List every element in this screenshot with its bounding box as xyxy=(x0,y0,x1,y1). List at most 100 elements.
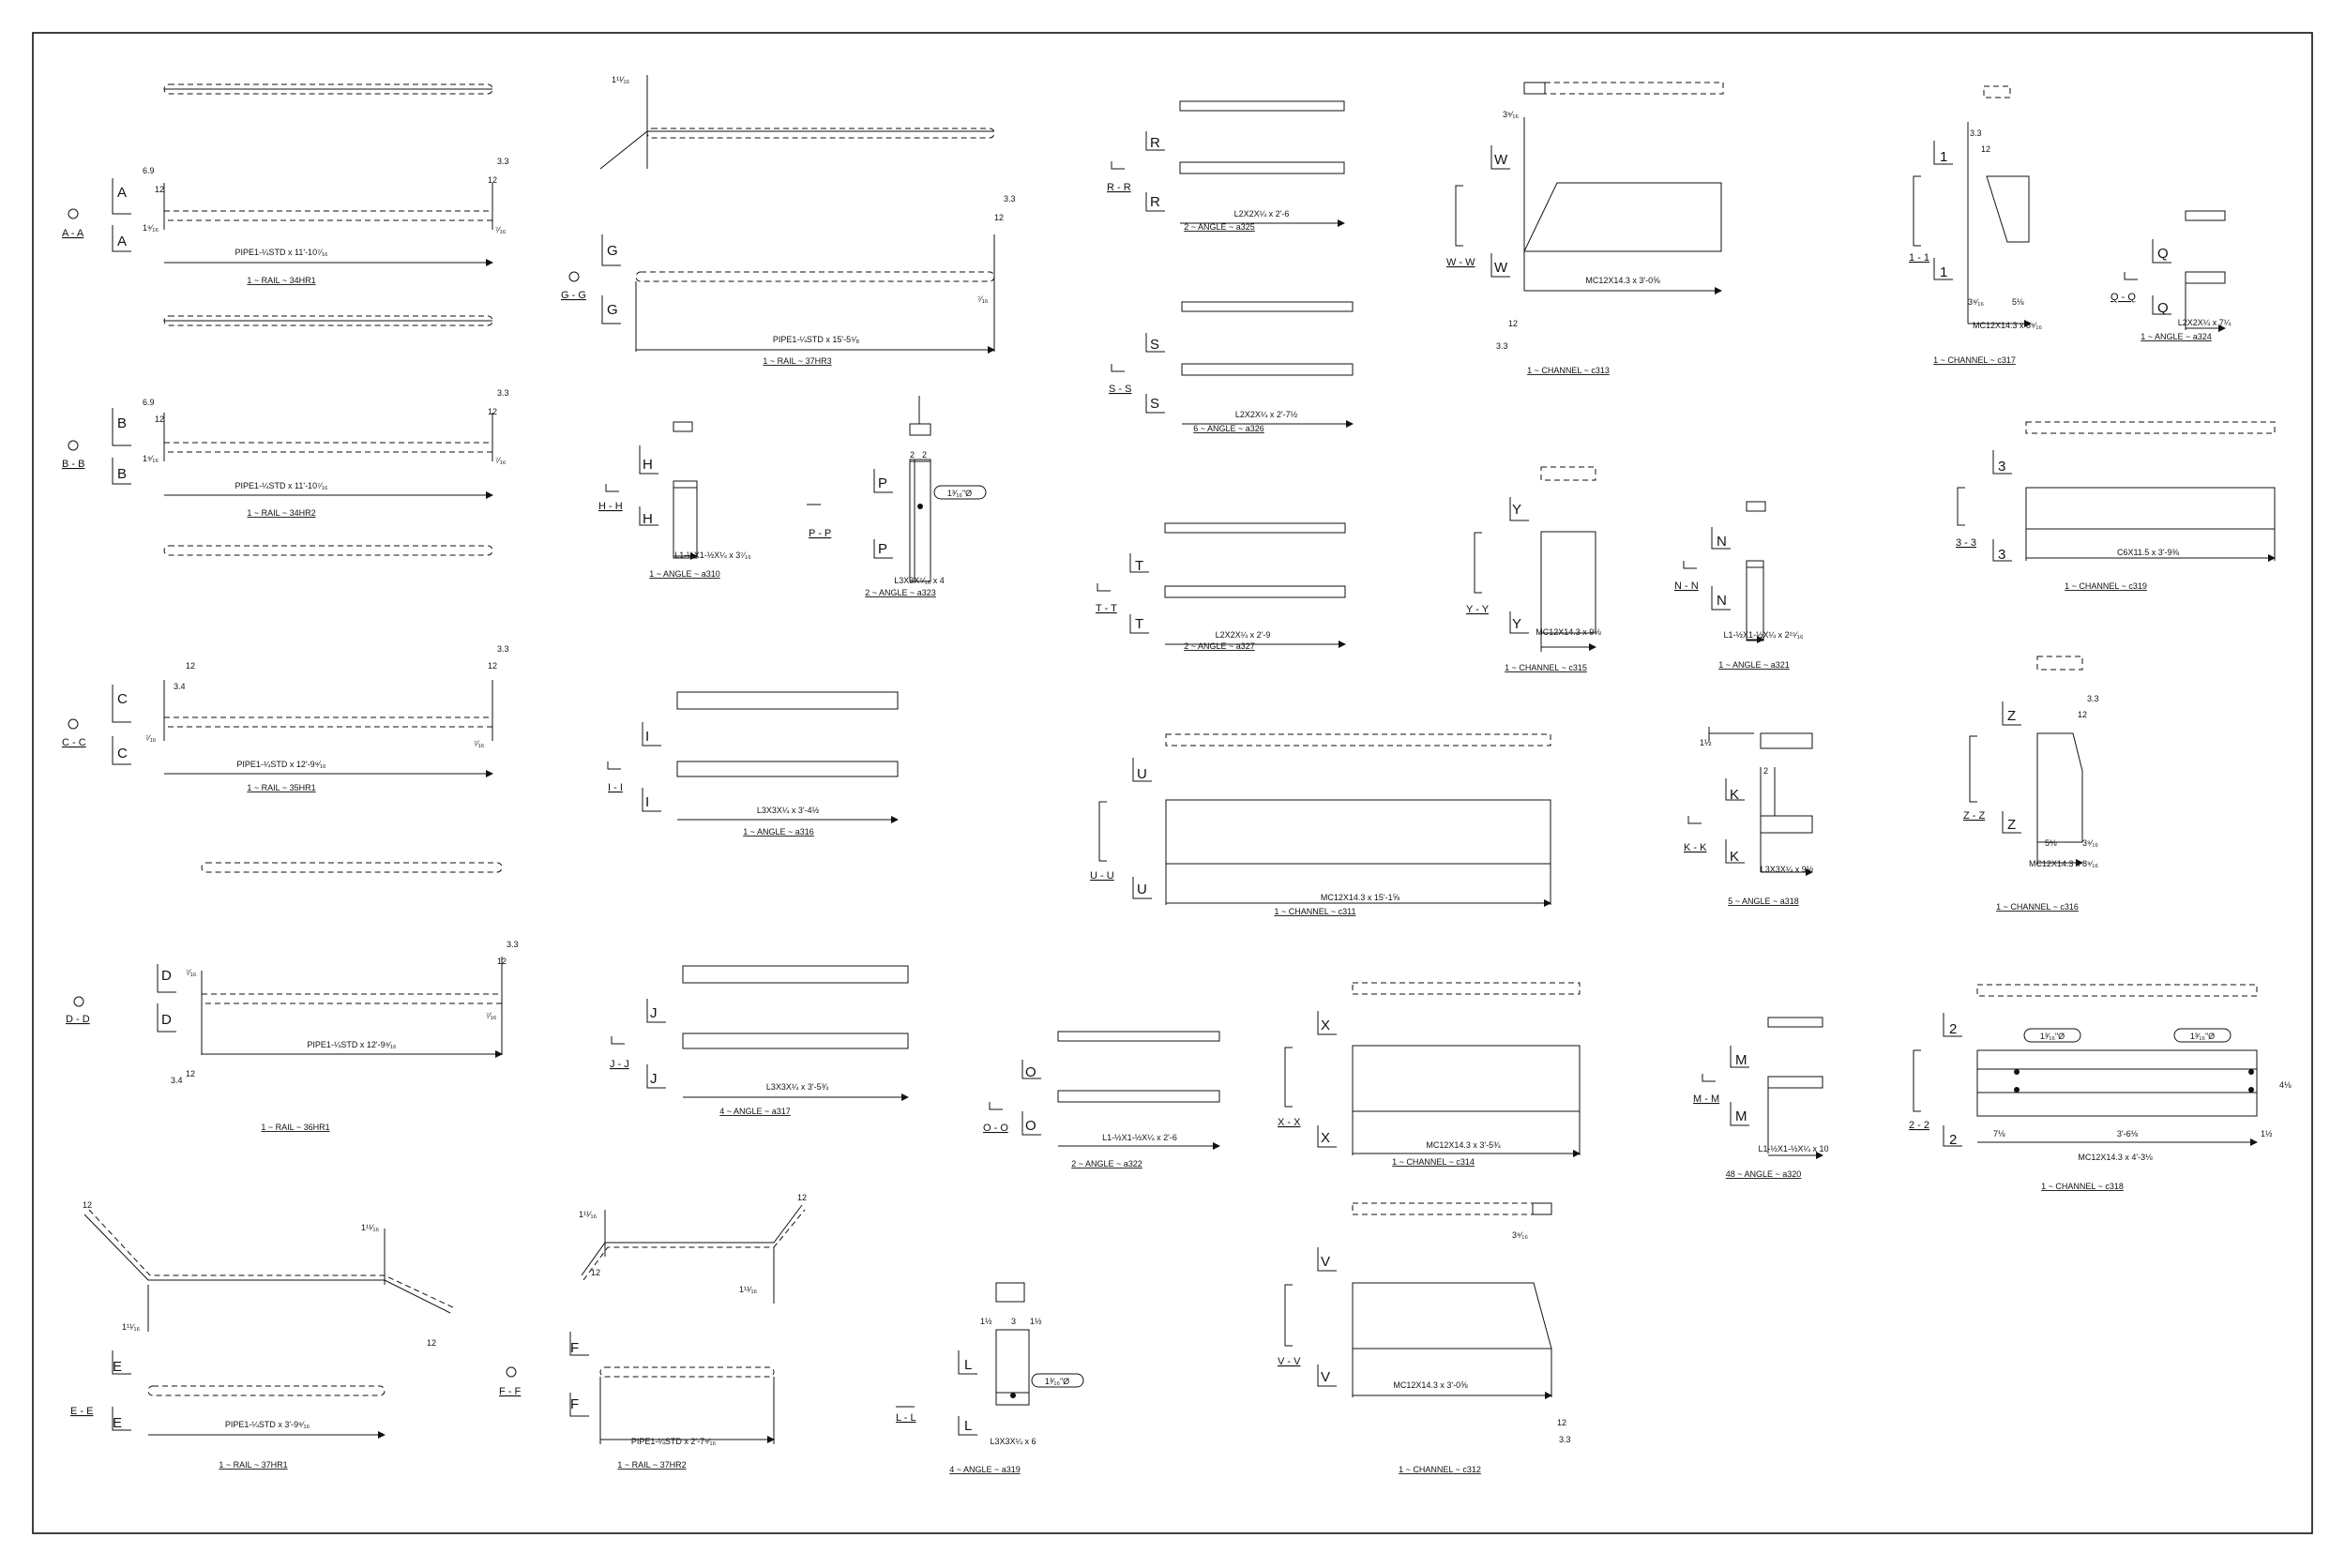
svg-text:1³⁄₁₆"Ø: 1³⁄₁₆"Ø xyxy=(947,489,972,498)
channel-3-detail: 3 3 3 - 3 C6X11.5 x 3'-9⅜ 1 ~ CHANNEL ~ … xyxy=(1956,421,2276,591)
svg-text:12: 12 xyxy=(497,957,507,966)
svg-text:R: R xyxy=(1150,194,1160,210)
svg-text:1½: 1½ xyxy=(1700,738,1712,747)
svg-text:Q: Q xyxy=(2157,246,2169,262)
svg-text:L3X3X¼ x 9½: L3X3X¼ x 9½ xyxy=(1761,865,1814,874)
svg-text:1⁹⁄₁₆: 1⁹⁄₁₆ xyxy=(143,454,159,463)
svg-text:T - T: T - T xyxy=(1096,603,1117,614)
section-tag-top: A xyxy=(117,185,127,201)
svg-text:I - I: I - I xyxy=(608,782,623,793)
svg-text:12: 12 xyxy=(1981,144,1990,154)
rail-g-detail: G G G - G 3.3 12 1¹¹⁄₁₆ ⁷⁄₁₆ PIPE1-¼STD … xyxy=(561,75,1016,366)
svg-text:L1-½X1-½X¼ x 3⁷⁄₁₆: L1-½X1-½X¼ x 3⁷⁄₁₆ xyxy=(674,550,751,560)
svg-text:12: 12 xyxy=(797,1193,807,1202)
svg-text:1 - 1: 1 - 1 xyxy=(1909,252,1929,264)
svg-text:B: B xyxy=(117,415,127,431)
svg-text:3.3: 3.3 xyxy=(497,388,509,398)
rail-a-detail: A A A - A 6.9 12 3.3 12 1⁹⁄₁₆ ⁷⁄₁₆ PIPE1… xyxy=(62,83,509,285)
svg-text:G: G xyxy=(607,302,618,318)
svg-text:12: 12 xyxy=(1557,1418,1566,1427)
svg-text:1¹¹⁄₁₆: 1¹¹⁄₁₆ xyxy=(739,1285,758,1294)
svg-text:3⁹⁄₁₆: 3⁹⁄₁₆ xyxy=(1968,297,1984,307)
svg-text:H: H xyxy=(643,511,653,527)
svg-text:3.3: 3.3 xyxy=(1004,194,1016,204)
channel-x-detail: X X X - X MC12X14.3 x 3'-5¾ 1 ~ CHANNEL … xyxy=(1278,982,1581,1167)
svg-text:Y: Y xyxy=(1512,502,1521,518)
svg-text:3.3: 3.3 xyxy=(2087,694,2099,703)
svg-text:⁷⁄₁₆: ⁷⁄₁₆ xyxy=(486,1011,497,1020)
svg-text:PIPE1-¼STD x 15'-5⁵⁄₈: PIPE1-¼STD x 15'-5⁵⁄₈ xyxy=(773,335,859,344)
svg-text:1 ~ CHANNEL ~ c312: 1 ~ CHANNEL ~ c312 xyxy=(1399,1465,1481,1474)
svg-text:2: 2 xyxy=(922,450,927,460)
svg-text:1¹¹⁄₁₆: 1¹¹⁄₁₆ xyxy=(579,1210,598,1219)
svg-text:4 ~ ANGLE ~ a319: 4 ~ ANGLE ~ a319 xyxy=(949,1465,1021,1474)
svg-text:O: O xyxy=(1025,1118,1036,1134)
svg-text:12: 12 xyxy=(83,1200,92,1210)
svg-text:1: 1 xyxy=(1940,264,1947,280)
svg-text:1 ~ ANGLE ~ a316: 1 ~ ANGLE ~ a316 xyxy=(743,827,814,837)
svg-text:12: 12 xyxy=(488,661,497,671)
svg-text:5⅛: 5⅛ xyxy=(2012,297,2024,307)
svg-text:G - G: G - G xyxy=(561,290,586,301)
svg-text:MC12X14.3 x 3'-0⅝: MC12X14.3 x 3'-0⅝ xyxy=(1393,1380,1468,1390)
svg-text:E: E xyxy=(113,1415,122,1431)
svg-text:V: V xyxy=(1321,1369,1330,1385)
svg-text:12: 12 xyxy=(186,1069,195,1078)
svg-text:3: 3 xyxy=(1998,459,2005,475)
svg-text:3.4: 3.4 xyxy=(174,682,186,691)
svg-text:Z - Z: Z - Z xyxy=(1963,810,1985,822)
svg-text:6.9: 6.9 xyxy=(143,166,155,175)
svg-text:12: 12 xyxy=(155,415,164,424)
section-label: B - B xyxy=(62,459,84,470)
svg-text:L1-½X1-½X¼ x 2¹⁵⁄₁₆: L1-½X1-½X¼ x 2¹⁵⁄₁₆ xyxy=(1724,630,1804,640)
svg-text:V - V: V - V xyxy=(1278,1356,1301,1367)
angle-l-detail: 1³⁄₁₆"Ø 1½ 3 1½ L L L - L L3X3X¼ x 6 4 ~… xyxy=(896,1282,1084,1474)
svg-text:O: O xyxy=(1025,1064,1036,1080)
svg-text:W: W xyxy=(1494,260,1508,276)
section-tag-bottom: A xyxy=(117,234,127,249)
svg-text:G: G xyxy=(607,243,618,259)
svg-text:S: S xyxy=(1150,396,1159,412)
svg-text:12: 12 xyxy=(488,407,497,416)
rail-elevation xyxy=(201,862,503,873)
svg-text:H - H: H - H xyxy=(598,501,623,512)
svg-text:2 - 2: 2 - 2 xyxy=(1909,1120,1929,1131)
svg-text:6.9: 6.9 xyxy=(143,398,155,407)
svg-text:7⅛: 7⅛ xyxy=(1993,1129,2005,1138)
svg-text:MC12X14.3 x 3'-0⅝: MC12X14.3 x 3'-0⅝ xyxy=(1585,276,1660,285)
svg-text:12: 12 xyxy=(186,661,195,671)
svg-text:1½: 1½ xyxy=(2261,1129,2273,1138)
svg-text:⁷⁄₁₆: ⁷⁄₁₆ xyxy=(145,733,157,743)
svg-text:3.3: 3.3 xyxy=(1559,1435,1571,1444)
svg-text:PIPE1-¼STD x 12'-9⁹⁄₁₆: PIPE1-¼STD x 12'-9⁹⁄₁₆ xyxy=(307,1040,397,1049)
svg-text:Z: Z xyxy=(2007,708,2016,724)
svg-text:1 ~ ANGLE ~ a310: 1 ~ ANGLE ~ a310 xyxy=(649,569,720,579)
svg-text:12: 12 xyxy=(2078,710,2087,719)
svg-text:3⁹⁄₁₆: 3⁹⁄₁₆ xyxy=(1512,1230,1528,1240)
svg-text:1 ~ CHANNEL ~ c311: 1 ~ CHANNEL ~ c311 xyxy=(1274,907,1355,916)
svg-text:1 ~ RAIL ~ 37HR2: 1 ~ RAIL ~ 37HR2 xyxy=(617,1460,686,1470)
svg-text:1½: 1½ xyxy=(980,1317,992,1326)
svg-text:T: T xyxy=(1135,558,1143,574)
svg-text:K: K xyxy=(1730,787,1739,803)
svg-text:Z: Z xyxy=(2007,817,2016,833)
svg-text:1 ~ CHANNEL ~ c319: 1 ~ CHANNEL ~ c319 xyxy=(2065,581,2147,591)
svg-text:3'-6⅛: 3'-6⅛ xyxy=(2117,1129,2139,1138)
svg-text:⁷⁄₁₆: ⁷⁄₁₆ xyxy=(977,294,989,304)
channel-w-detail: 3⁹⁄₁₆ 3.3 12 W W W - W MC12X14.3 x 3'-0⅝… xyxy=(1446,82,1724,375)
svg-text:W: W xyxy=(1494,152,1508,168)
svg-text:3.4: 3.4 xyxy=(171,1076,183,1085)
channel-y-detail: Y Y Y - Y MC12X14.3 x 9⅛ 1 ~ CHANNEL ~ c… xyxy=(1466,466,1601,672)
svg-text:⁷⁄₁₆: ⁷⁄₁₆ xyxy=(474,739,485,748)
svg-text:L3X3X¼ x 3'-5¾: L3X3X¼ x 3'-5¾ xyxy=(766,1082,829,1092)
rail-c-detail: C C C - C 3.4 12 3.3 12 ⁷⁄₁₆ ⁷⁄₁₆ PIPE1-… xyxy=(62,644,509,792)
svg-text:Q - Q: Q - Q xyxy=(2110,292,2136,303)
angle-h-detail: H H H - H L1-½X1-½X¼ x 3⁷⁄₁₆ 1 ~ ANGLE ~… xyxy=(598,421,751,579)
channel-v-detail: 3⁹⁄₁₆ 3.3 12 V V V - V MC12X14.3 x 3'-0⅝… xyxy=(1278,1202,1571,1474)
svg-text:L3X3X¼ x 3'-4½: L3X3X¼ x 3'-4½ xyxy=(757,806,820,815)
svg-text:1 ~ RAIL ~ 37HR1: 1 ~ RAIL ~ 37HR1 xyxy=(219,1460,287,1470)
svg-text:48 ~ ANGLE ~ a320: 48 ~ ANGLE ~ a320 xyxy=(1726,1169,1802,1179)
svg-text:2 ~ ANGLE ~ a327: 2 ~ ANGLE ~ a327 xyxy=(1184,641,1255,651)
svg-text:MC12X14.3 x 3'-5¾: MC12X14.3 x 3'-5¾ xyxy=(1426,1140,1501,1150)
